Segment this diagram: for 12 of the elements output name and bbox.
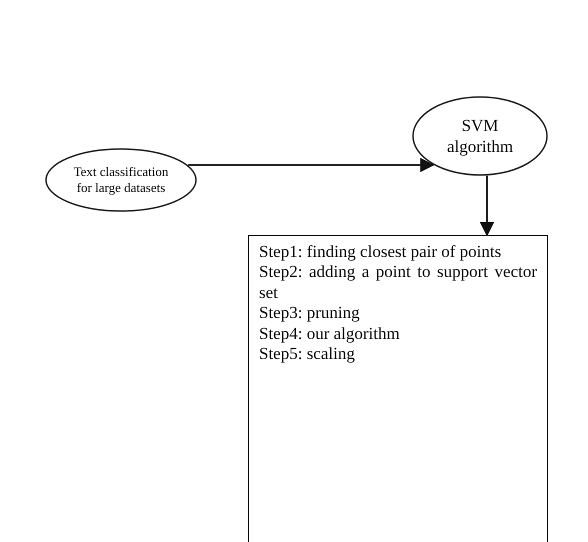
process-ellipse <box>45 148 197 212</box>
node-label: Text classification for large datasets <box>72 164 170 196</box>
arrow <box>188 158 435 172</box>
step-text: Step2: adding a point to support vector set <box>259 262 537 304</box>
steps-box <box>248 235 548 542</box>
process-ellipse <box>412 96 548 176</box>
arrow <box>480 176 494 236</box>
step-text: Step3: pruning <box>259 303 361 324</box>
step-text: Step5: scaling <box>259 344 356 364</box>
step-text: Step1: finding closest pair of points <box>259 242 502 262</box>
node-label: SVM algorithm <box>446 114 514 158</box>
step-text: Step4: our algorithm <box>259 324 401 344</box>
